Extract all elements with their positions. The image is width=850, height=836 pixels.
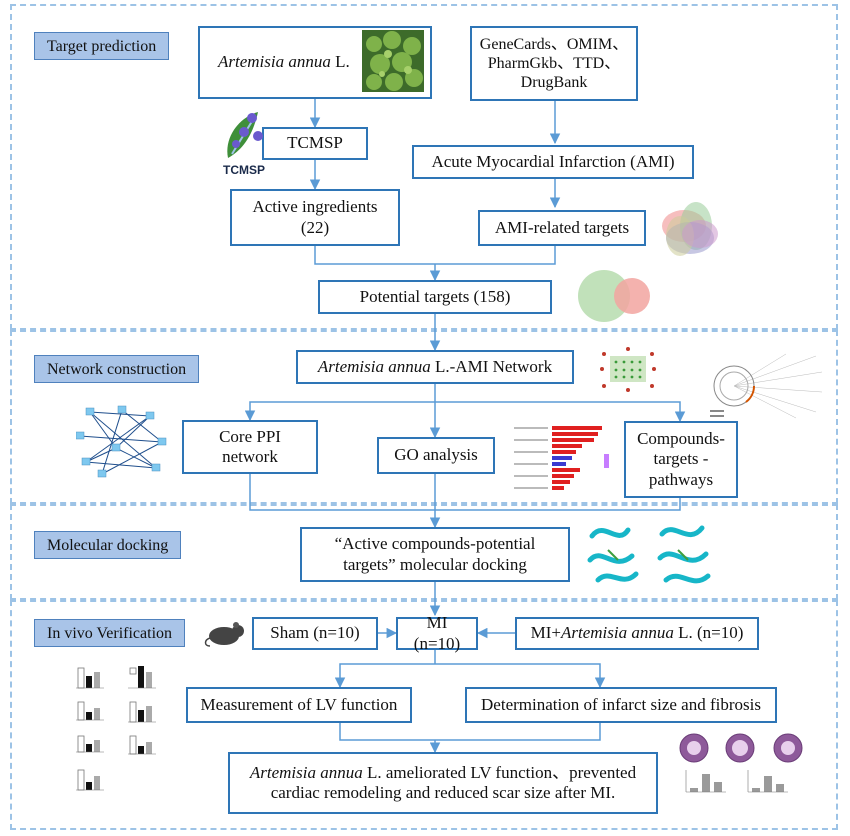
databases-box: GeneCards、OMIM、PharmGkb、TTD、DrugBank: [470, 26, 638, 101]
tcmsp-box: TCMSP: [262, 127, 368, 160]
tcmsp-logo-text: TCMSP: [223, 163, 265, 177]
infarct-box: Determination of infarct size and fibros…: [465, 687, 777, 723]
lv-function-bar-charts: [76, 666, 156, 791]
ami-box: Acute Myocardial Infarction (AMI): [412, 145, 694, 179]
core-ppi-box: Core PPI network: [182, 420, 318, 474]
mi-artemisia-box: MI+Artemisia annua L. (n=10): [515, 617, 759, 650]
tag-in-vivo: In vivo Verification: [34, 619, 186, 647]
docking-protein-images: [587, 525, 711, 584]
mouse-icon: [204, 622, 244, 647]
section-molecular-docking: [10, 504, 838, 600]
artemisia-plant-image: [362, 30, 424, 92]
network-grid-image: [600, 347, 656, 392]
network-label: Artemisia annua L.-AMI Network: [317, 356, 553, 376]
go-analysis-box: GO analysis: [377, 437, 495, 474]
tag-target-prediction: Target prediction: [34, 32, 170, 60]
sham-box: Sham (n=10): [252, 617, 378, 650]
ppi-network-image: [76, 405, 167, 478]
tag-molecular-docking: Molecular docking: [34, 531, 182, 559]
lv-function-box: Measurement of LV function: [186, 687, 412, 723]
potential-targets-box: Potential targets (158): [318, 280, 552, 314]
active-ingredients-box: Active ingredients (22): [230, 189, 400, 246]
docking-box: “Active compounds-potential targets” mol…: [300, 527, 570, 582]
artemisia-label: Artemisia annua L.: [218, 52, 350, 72]
tag-network-construction: Network construction: [34, 355, 200, 383]
infarct-histology-images: [679, 733, 803, 793]
tcmsp-logo: TCMSP: [223, 112, 265, 177]
ami-targets-box: AMI-related targets: [478, 210, 646, 246]
conclusion-label: Artemisia annua L. ameliorated LV functi…: [249, 762, 637, 802]
compounds-network-image: [710, 353, 823, 419]
network-box: Artemisia annua L.-AMI Network: [296, 350, 574, 384]
compounds-targets-box: Compounds-targets - pathways: [624, 421, 738, 498]
conclusion-box: Artemisia annua L. ameliorated LV functi…: [228, 752, 658, 814]
go-bar-chart-image: [514, 426, 609, 490]
mi-artemisia-label: MI+Artemisia annua L. (n=10): [530, 623, 744, 643]
section-target-prediction: [10, 4, 838, 330]
potential-targets-venn-image: [578, 270, 650, 322]
section-in-vivo: [10, 600, 838, 830]
mi-box: MI (n=10): [396, 613, 478, 653]
ami-targets-venn-image: [662, 202, 718, 256]
section-network-construction: [10, 330, 838, 504]
